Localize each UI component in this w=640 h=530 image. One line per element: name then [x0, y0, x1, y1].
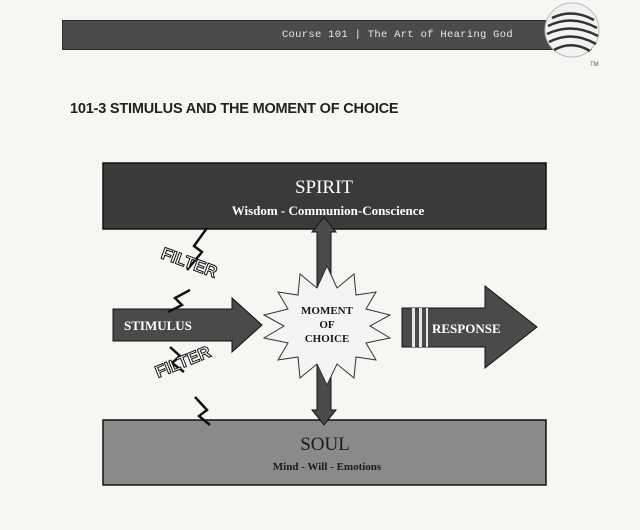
page-title: 101-3 STIMULUS AND THE MOMENT OF CHOICE — [70, 101, 399, 117]
course-header-bar: Course 101 | The Art of Hearing God — [62, 20, 592, 50]
filter-label-lower: FILTER — [152, 342, 213, 381]
filter-lightning-icon — [186, 227, 209, 271]
filter-lightning-icon — [194, 396, 211, 426]
stimulus-label: STIMULUS — [124, 318, 192, 333]
course-title: Course 101 | The Art of Hearing God — [281, 29, 513, 41]
choice-label-line-3: CHOICE — [305, 333, 350, 345]
response-stripe — [412, 308, 415, 347]
globe-logo-icon: TM — [544, 2, 600, 68]
moment-of-choice-starburst — [262, 264, 392, 387]
choice-label-line-1: MOMENT — [301, 305, 354, 317]
stimulus-arrow — [112, 296, 263, 354]
response-arrow — [401, 284, 538, 370]
response-label: RESPONSE — [432, 321, 501, 336]
filter-label-upper: FILTER — [159, 244, 220, 282]
response-stripe — [419, 308, 422, 347]
filter-lightning-icon — [169, 346, 185, 373]
soul-title: SOUL — [300, 434, 350, 455]
soul-box — [102, 419, 547, 486]
choice-label-line-2: OF — [319, 319, 335, 331]
spirit-title: SPIRIT — [295, 177, 353, 198]
trademark-mark: TM — [590, 62, 599, 68]
response-stripe — [426, 308, 428, 347]
filter-lightning-icon — [167, 288, 191, 314]
spirit-subtitle: Wisdom - Communion-Conscience — [232, 203, 425, 218]
soul-subtitle: Mind - Will - Emotions — [273, 461, 382, 473]
